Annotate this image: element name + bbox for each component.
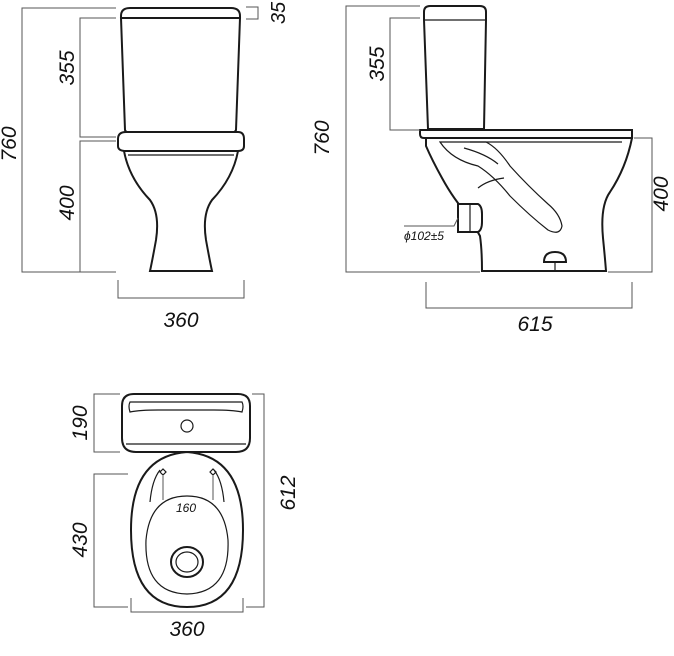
side-view: [419, 5, 634, 272]
side-dimensions: [345, 5, 653, 309]
side-bowl-height-label: 400: [650, 176, 673, 211]
left-bolt-marker: [159, 468, 167, 476]
front-bowl-height-label: 400: [56, 185, 79, 220]
front-seat-rim: [117, 131, 245, 152]
side-bowl: [425, 137, 634, 272]
flush-button: [180, 419, 194, 433]
top-bolt-spacing-label: 160: [176, 501, 196, 515]
front-dimensions: [21, 6, 259, 299]
top-width-label: 360: [169, 618, 204, 641]
front-tank-height-label: 355: [56, 50, 79, 85]
front-view: [117, 7, 245, 272]
front-tank-lid: [120, 7, 241, 19]
side-seat: [419, 129, 633, 139]
side-outlet-diameter-label: ϕ102±5: [404, 229, 444, 243]
front-total-height-label: 760: [0, 126, 21, 161]
top-bowl-outer: [129, 450, 245, 609]
side-total-height-label: 760: [311, 120, 334, 155]
top-bowl-inner: [145, 495, 229, 595]
top-dimensions: [93, 393, 265, 613]
front-bowl: [122, 150, 240, 272]
side-tank-height-label: 355: [366, 46, 389, 81]
side-trapway: [438, 141, 563, 233]
top-total-depth-label: 612: [277, 475, 300, 510]
top-tank-depth-label: 190: [69, 405, 92, 440]
top-bowl-depth-label: 430: [69, 522, 92, 557]
front-tank: [119, 17, 242, 134]
side-depth-label: 615: [517, 313, 552, 336]
top-view: [121, 393, 251, 609]
front-width-label: 360: [163, 309, 198, 332]
side-tank: [423, 5, 487, 130]
front-lid-height-label: 35: [268, 1, 290, 24]
top-tank: [121, 393, 251, 453]
right-bolt-marker: [209, 468, 217, 476]
side-bolt-cap: [542, 250, 568, 263]
